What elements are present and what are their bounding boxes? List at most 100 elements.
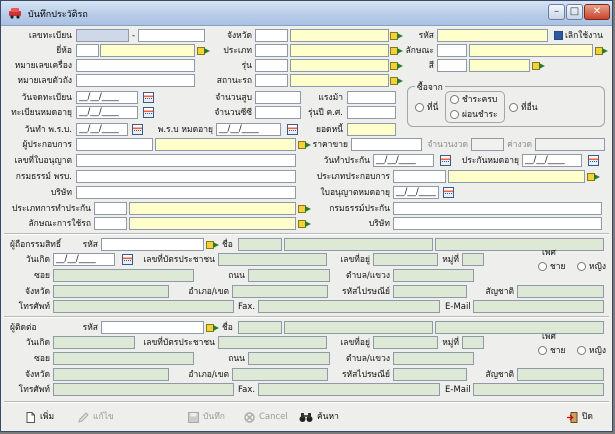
insurer-type-name-field[interactable] xyxy=(448,170,585,183)
purchase-elsewhere-radio[interactable] xyxy=(509,103,518,112)
owner-email-field[interactable] xyxy=(473,300,604,313)
owner-province-field[interactable] xyxy=(53,285,169,298)
reg-expire-calendar-icon[interactable] xyxy=(143,107,154,118)
characteristic-name-field[interactable] xyxy=(469,44,593,57)
owner-lookup-icon[interactable] xyxy=(206,239,220,251)
company-field[interactable] xyxy=(76,186,296,199)
ins-expire-field[interactable]: __/__/____ xyxy=(522,154,582,167)
reg-no-number-field[interactable] xyxy=(138,29,205,42)
type-name-field[interactable] xyxy=(290,44,389,57)
pay-full-radio[interactable] xyxy=(450,95,459,104)
type-lookup-icon[interactable] xyxy=(390,45,404,57)
contact-soi-field[interactable] xyxy=(53,352,194,365)
reg-date-field[interactable]: __/__/____ xyxy=(76,91,138,104)
owner-fax-field[interactable] xyxy=(258,300,440,313)
ins-type-name-field[interactable] xyxy=(129,202,296,215)
ins-policy-field[interactable] xyxy=(393,202,602,215)
reg-expire-field[interactable]: __/__/____ xyxy=(76,106,138,119)
contact-lookup-icon[interactable] xyxy=(206,322,220,334)
color-code-field[interactable] xyxy=(437,59,467,72)
operator-name-field[interactable] xyxy=(155,138,296,151)
ins-type-code-field[interactable] xyxy=(94,202,127,215)
contact-nationality-field[interactable] xyxy=(517,368,604,381)
insurer-type-code-field[interactable] xyxy=(393,170,446,183)
brand-lookup-icon[interactable] xyxy=(197,45,211,57)
owner-soi-field[interactable] xyxy=(53,269,194,282)
owner-idcard-field[interactable] xyxy=(218,253,327,266)
owner-prefix-field[interactable] xyxy=(238,238,282,251)
province-code-field[interactable] xyxy=(255,29,288,42)
ins-start-calendar-icon[interactable] xyxy=(440,155,451,166)
insurance-expire-calendar-icon[interactable] xyxy=(287,124,298,135)
type-code-field[interactable] xyxy=(255,44,288,57)
contact-zip-field[interactable] xyxy=(393,368,467,381)
contact-lastname-field[interactable] xyxy=(435,321,604,334)
owner-road-field[interactable] xyxy=(248,269,330,282)
insurance-date-field[interactable]: __/__/____ xyxy=(76,123,128,136)
add-button[interactable]: เพิ่ม xyxy=(25,407,54,427)
maximize-button[interactable]: □ xyxy=(566,4,583,20)
model-year-field[interactable] xyxy=(347,106,396,119)
vehicle-code-field[interactable] xyxy=(437,29,548,42)
contact-email-field[interactable] xyxy=(473,383,604,396)
owner-moo-field[interactable] xyxy=(462,253,484,266)
status-lookup-icon[interactable] xyxy=(390,75,404,87)
owner-phone-field[interactable] xyxy=(53,300,234,313)
usage-code-field[interactable] xyxy=(94,217,127,230)
permit-expire-field[interactable]: __/__/____ xyxy=(393,186,439,199)
usage-name-field[interactable] xyxy=(129,217,296,230)
stop-use-checkbox[interactable] xyxy=(554,31,563,40)
owner-female-radio[interactable] xyxy=(577,262,586,271)
edit-button[interactable]: แก้ไข xyxy=(78,407,114,427)
insurer-type-lookup-icon[interactable] xyxy=(587,171,601,183)
contact-idcard-field[interactable] xyxy=(218,336,327,349)
contact-phone-field[interactable] xyxy=(53,383,234,396)
characteristic-lookup-icon[interactable] xyxy=(595,45,609,57)
usage-lookup-icon[interactable] xyxy=(298,218,312,230)
balance-field[interactable] xyxy=(347,123,396,136)
owner-male-radio[interactable] xyxy=(538,262,547,271)
title-bar[interactable]: บันทึกประวัติรถ – □ ✕ xyxy=(1,1,612,26)
close-window-button[interactable]: ✕ xyxy=(584,4,610,20)
engine-no-field[interactable] xyxy=(76,59,195,72)
cancel-button[interactable]: Cancel xyxy=(244,407,288,427)
contact-prefix-field[interactable] xyxy=(238,321,282,334)
cc-field[interactable] xyxy=(255,106,301,119)
operator-lookup-icon[interactable] xyxy=(298,139,312,151)
province-lookup-icon[interactable] xyxy=(390,30,404,42)
contact-firstname-field[interactable] xyxy=(284,321,433,334)
contact-male-radio[interactable] xyxy=(538,346,547,355)
search-button[interactable]: ค้นหา xyxy=(299,407,339,427)
contact-amphoe-field[interactable] xyxy=(232,368,328,381)
reg-date-calendar-icon[interactable] xyxy=(143,92,154,103)
owner-firstname-field[interactable] xyxy=(284,238,433,251)
owner-tambon-field[interactable] xyxy=(393,269,474,282)
owner-nationality-field[interactable] xyxy=(517,285,604,298)
close-button[interactable]: ปิด xyxy=(567,407,593,427)
owner-amphoe-field[interactable] xyxy=(232,285,328,298)
contact-road-field[interactable] xyxy=(248,352,330,365)
status-name-field[interactable] xyxy=(290,74,389,87)
model-lookup-icon[interactable] xyxy=(390,60,404,72)
contact-female-radio[interactable] xyxy=(577,346,586,355)
insurance-expire-field[interactable]: __/__/____ xyxy=(216,123,281,136)
contact-code-field[interactable] xyxy=(101,321,204,334)
owner-houseno-field[interactable] xyxy=(373,253,438,266)
permit-expire-calendar-icon[interactable] xyxy=(443,187,454,198)
minimize-button[interactable]: – xyxy=(548,4,565,20)
contact-province-field[interactable] xyxy=(53,368,169,381)
ins-company-field[interactable] xyxy=(393,217,602,230)
insurance-date-calendar-icon[interactable] xyxy=(132,124,143,135)
pay-installment-radio[interactable] xyxy=(450,110,459,119)
status-code-field[interactable] xyxy=(255,74,288,87)
contact-houseno-field[interactable] xyxy=(373,336,438,349)
owner-birthdate-calendar-icon[interactable] xyxy=(122,254,133,265)
brand-code-field[interactable] xyxy=(76,44,99,57)
ins-expire-calendar-icon[interactable] xyxy=(588,155,599,166)
owner-zip-field[interactable] xyxy=(393,285,467,298)
color-lookup-icon[interactable] xyxy=(532,60,546,72)
license-no-field[interactable] xyxy=(76,154,296,167)
save-button[interactable]: บันทึก xyxy=(188,407,225,427)
purchase-here-radio[interactable] xyxy=(415,103,424,112)
ins-start-field[interactable]: __/__/____ xyxy=(373,154,434,167)
